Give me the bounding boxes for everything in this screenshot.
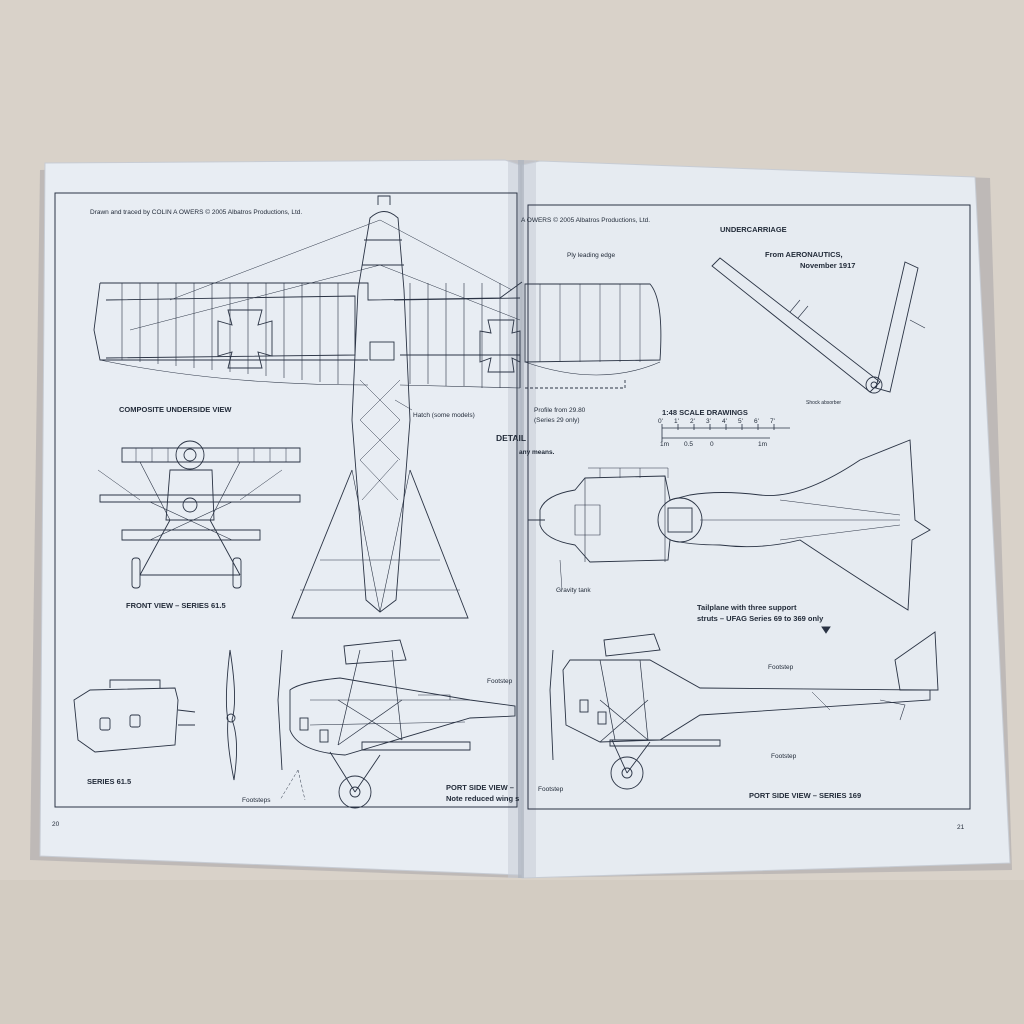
scale-m-2: 0 [710, 441, 714, 448]
scale-m-3: 1m [758, 441, 768, 448]
left-credit: Drawn and traced by COLIN A OWERS © 2005… [90, 209, 303, 216]
top-view-drawing [528, 439, 931, 611]
port-side-view-label: PORT SIDE VIEW – [446, 783, 514, 792]
footstep-left-label: Footstep [538, 786, 564, 793]
scale-foot-2: 2' [690, 418, 695, 425]
right-page [521, 160, 1011, 879]
front-view-label: FRONT VIEW – SERIES 61.5 [126, 601, 226, 610]
footsteps-label: Footsteps [242, 797, 271, 804]
aeronautics-line2: November 1917 [800, 261, 856, 270]
hatch-label: Hatch (some models) [413, 412, 475, 419]
scale-feet-labels: 0' 1' 2' 3' 4' 5' 6' 7' [658, 418, 788, 428]
footstep-upper-label: Footstep [768, 664, 794, 671]
underside-view-title: COMPOSITE UNDERSIDE VIEW [119, 405, 232, 414]
scale-foot-1: 1' [674, 418, 679, 425]
wing-detail-drawing [524, 283, 662, 389]
ply-leading-edge-label: Ply leading edge [567, 252, 616, 259]
footstep-label-left: Footstep [487, 678, 513, 685]
scale-title: 1:48 SCALE DRAWINGS [662, 408, 748, 417]
scale-m-0: 1m [660, 441, 670, 448]
port-side-view-drawing [277, 639, 516, 809]
left-page-number: 20 [52, 821, 60, 828]
series-side-drawing [73, 679, 196, 753]
undercarriage-drawing [711, 257, 926, 394]
tailplane-line1: Tailplane with three support [697, 603, 797, 612]
propeller-drawing [225, 649, 237, 781]
shock-absorber-label: Shock absorber [806, 400, 842, 406]
left-page-border [54, 192, 518, 808]
right-page-number: 21 [957, 824, 965, 831]
scale-foot-6: 6' [754, 418, 759, 425]
right-credit: A OWERS © 2005 Albatros Productions, Ltd… [521, 217, 651, 224]
port-side-view-169-drawing [549, 631, 939, 790]
scale-bar [661, 424, 790, 442]
note-label: Note reduced wing s [446, 794, 520, 803]
aeronautics-line1: From AERONAUTICS, [765, 250, 843, 259]
scale-foot-0: 0' [658, 418, 663, 425]
any-means-partial: any means. [519, 449, 555, 456]
right-page-border [527, 204, 971, 810]
scale-foot-5: 5' [738, 418, 743, 425]
front-view-drawing [97, 440, 301, 589]
detail-partial-label: DETAIL [496, 433, 527, 443]
scale-foot-4: 4' [722, 418, 727, 425]
underside-view-drawing [93, 195, 523, 619]
gravity-tank-label: Gravity tank [556, 587, 591, 594]
undercarriage-title: UNDERCARRIAGE [720, 225, 787, 234]
scale-m-labels: 1m 0.5 0 1m [660, 441, 780, 451]
series-label: SERIES 61.5 [87, 777, 132, 786]
profile-line2: (Series 29 only) [534, 417, 580, 424]
footstep-lower-label: Footstep [771, 753, 797, 760]
profile-line1: Profile from 29.80 [534, 407, 586, 414]
tailplane-line2: struts – UFAG Series 69 to 369 only [697, 614, 824, 623]
port-side-view-169-label: PORT SIDE VIEW – SERIES 169 [749, 791, 862, 800]
scale-foot-7: 7' [770, 418, 775, 425]
left-page [39, 159, 523, 876]
scale-m-1: 0.5 [684, 441, 694, 448]
scale-foot-3: 3' [706, 418, 711, 425]
